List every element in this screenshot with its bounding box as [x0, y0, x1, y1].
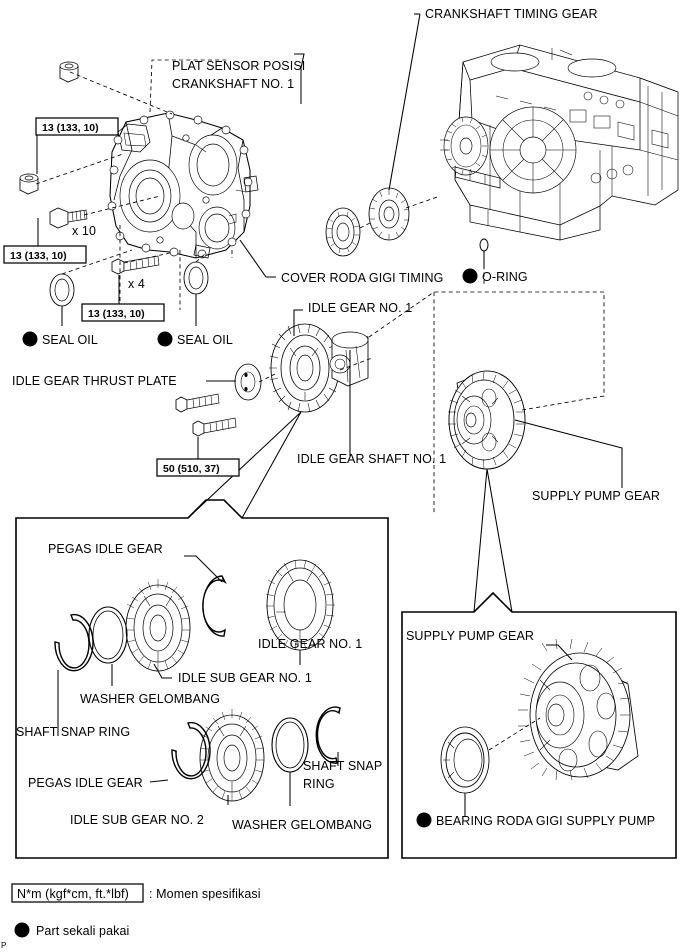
torque-box-upper: 13 (133, 10)	[35, 117, 119, 136]
legend-torque-box-text: N*m (kgf*cm, ft.*lbf)	[17, 887, 129, 901]
shaft-snap-ring-label-1: SHAFT SNAP RING	[16, 725, 130, 739]
reusable-part-bullets	[14, 268, 478, 938]
supply-pump-gear-label: SUPPLY PUMP GEAR	[532, 489, 660, 503]
washer-gelombang-label-1: WASHER GELOMBANG	[80, 692, 220, 706]
crankshaft-timing-gear-part	[325, 207, 361, 257]
idle-sub-gear-no1-label: IDLE SUB GEAR NO. 1	[178, 671, 312, 685]
seal-oil-label-2: SEAL OIL	[177, 333, 233, 347]
torque-upper-text: 13 (133, 10)	[42, 122, 99, 134]
fastener-parts	[19, 61, 209, 307]
torque-mid-text: 13 (133, 10)	[10, 250, 67, 262]
legend-bullet-meaning: Part sekali pakai	[36, 924, 129, 938]
torque-spec-boxes: 13 (133, 10) 13 (133, 10) 13 (133, 10) 5…	[3, 117, 240, 477]
qty-bolt-10-label: x 10	[72, 224, 96, 238]
assembly-axis-lines	[35, 59, 605, 515]
legend-block: N*m (kgf*cm, ft.*lbf) : Momen spesifikas…	[11, 883, 261, 938]
bearing-roda-gigi-supply-pump-label: BEARING RODA GIGI SUPPLY PUMP	[436, 814, 655, 828]
inset-right-leaders	[464, 644, 573, 816]
idle-gear-shaft-no1-label: IDLE GEAR SHAFT NO. 1	[297, 452, 446, 466]
plat-sensor-label-line2: CRANKSHAFT NO. 1	[172, 77, 294, 91]
idle-gear-thrust-plate-part	[234, 363, 262, 401]
nut-lower	[19, 173, 39, 195]
shaft-snap-ring-label-2-line2: RING	[303, 777, 335, 791]
legend-torque-meaning: : Momen spesifikasi	[149, 887, 261, 901]
torque-box-50: 50 (510, 37)	[156, 458, 240, 477]
bullet-legend	[14, 922, 30, 938]
idle-gear-thrust-plate-label: IDLE GEAR THRUST PLATE	[12, 374, 177, 388]
inset-box-supply-pump	[401, 591, 677, 859]
bullet-seal-oil-1	[22, 331, 38, 347]
supply-pump-gear-inset-label: SUPPLY PUMP GEAR	[406, 629, 534, 643]
seal-oil-part-2	[183, 261, 209, 295]
bullet-seal-oil-2	[157, 331, 173, 347]
shaft-snap-ring-label-2-line1: SHAFT SNAP	[303, 759, 382, 773]
idle-gear-no1-inset-label: IDLE GEAR NO. 1	[258, 637, 362, 651]
pegas-idle-gear-label-1: PEGAS IDLE GEAR	[48, 542, 163, 556]
qty-bolt-4-label: x 4	[128, 277, 145, 291]
torque-box-mid: 13 (133, 10)	[3, 245, 87, 264]
torque-box-lower: 13 (133, 10)	[81, 303, 165, 322]
thrust-plate-bolts	[175, 393, 237, 437]
inset-left-parts	[54, 559, 341, 802]
crankshaft-timing-gear-label: CRANKSHAFT TIMING GEAR	[425, 7, 598, 21]
cover-roda-gigi-timing-label: COVER RODA GIGI TIMING	[281, 271, 443, 285]
seal-oil-label-1: SEAL OIL	[42, 333, 98, 347]
plat-sensor-label-line1: PLAT SENSOR POSISI	[172, 59, 305, 73]
torque-lower-text: 13 (133, 10)	[88, 308, 145, 320]
engine-block-illustration	[440, 44, 679, 241]
washer-gelombang-label-2: WASHER GELOMBANG	[232, 818, 372, 832]
nut-upper	[59, 61, 79, 83]
page-code: P	[1, 941, 6, 950]
idle-gear-no1-label: IDLE GEAR NO. 1	[308, 301, 412, 315]
inset-left-leaders	[57, 555, 339, 806]
idle-sub-gear-no2-label: IDLE SUB GEAR NO. 2	[70, 813, 204, 827]
o-ring-label: O-RING	[482, 270, 528, 284]
torque-50-text: 50 (510, 37)	[163, 463, 220, 475]
pegas-idle-gear-label-2: PEGAS IDLE GEAR	[28, 776, 143, 790]
inset-right-parts	[440, 638, 639, 794]
crankshaft-gear-part-b	[368, 187, 410, 241]
seal-oil-part-1	[49, 273, 75, 307]
timing-cover-illustration	[107, 110, 259, 259]
bolt-x10	[49, 207, 88, 229]
idle-gear-shaft-no1-part	[329, 331, 369, 387]
inset-box-idle-gear	[15, 499, 389, 859]
bullet-bearing	[416, 812, 432, 828]
bullet-o-ring	[462, 268, 478, 284]
idle-gear-no1-part	[269, 323, 341, 413]
supply-pump-gear-part	[448, 370, 526, 470]
